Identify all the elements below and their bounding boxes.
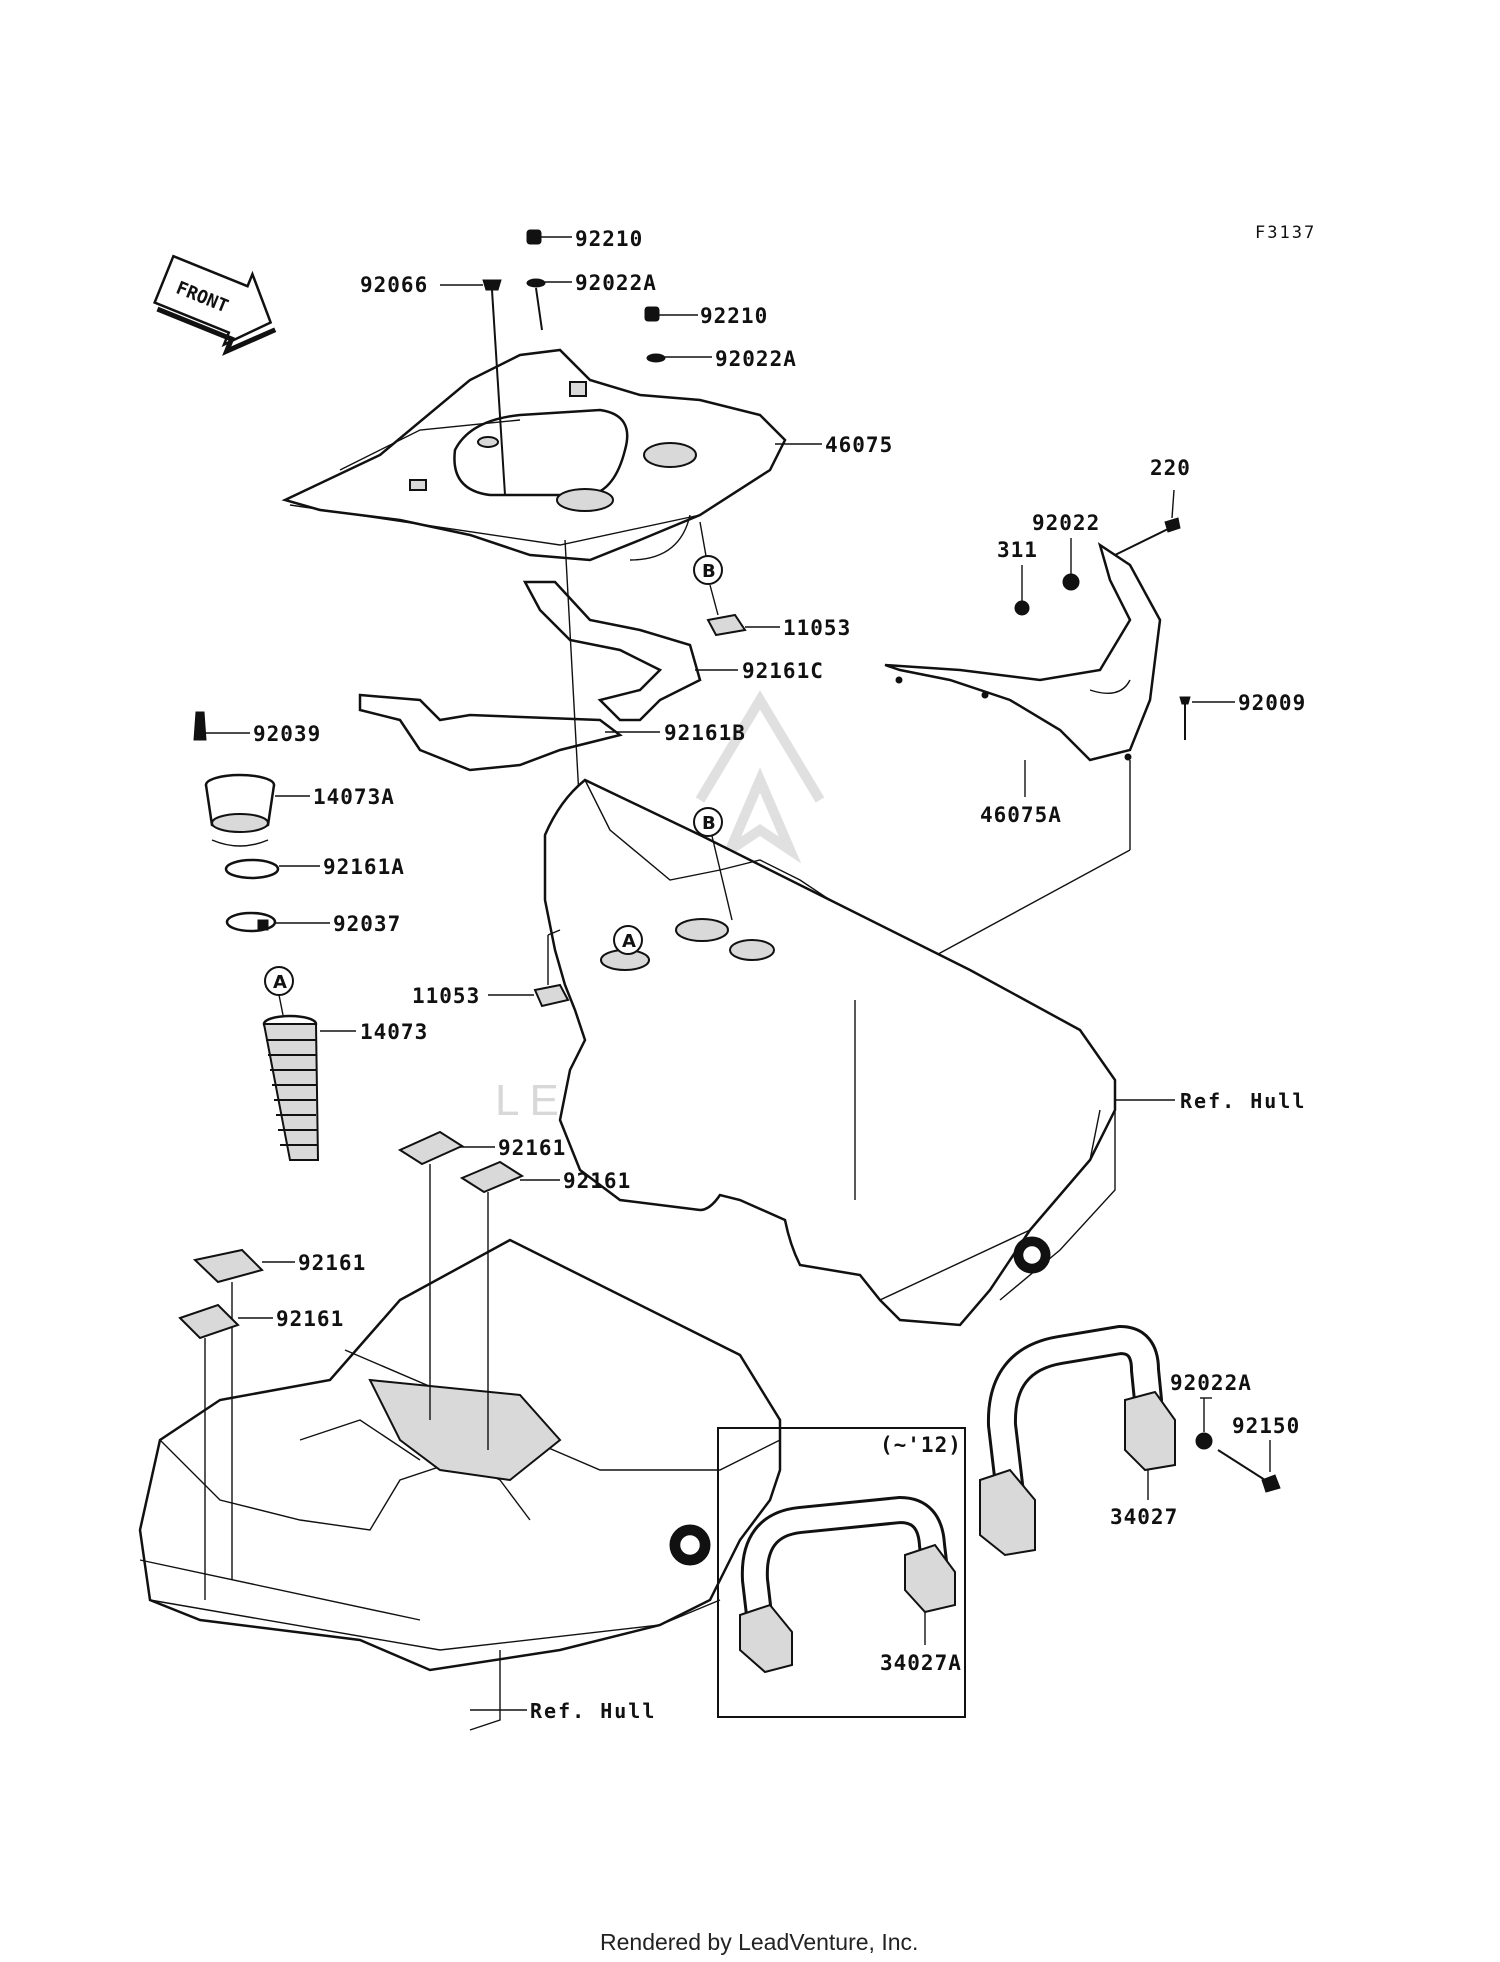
label-11053-left: 11053 bbox=[412, 984, 480, 1008]
hull-upper: Ref. Hull bbox=[543, 778, 1306, 1327]
label-92161-2: 92161 bbox=[563, 1169, 631, 1193]
label-14073: 14073 bbox=[360, 1020, 428, 1044]
hull-lower: Ref. Hull bbox=[138, 1238, 782, 1731]
nut-311: 311 bbox=[997, 538, 1038, 616]
duct-14073A: 14073A bbox=[204, 773, 395, 847]
label-92022A-top: 92022A bbox=[575, 271, 657, 295]
label-92161-1: 92161 bbox=[498, 1136, 566, 1160]
label-11053-right: 11053 bbox=[783, 616, 851, 640]
label-92009: 92009 bbox=[1238, 691, 1306, 715]
label-92161A: 92161A bbox=[323, 855, 405, 879]
washer-92022: 92022 bbox=[1032, 511, 1100, 591]
ref-marker-b-hull: B bbox=[693, 807, 723, 837]
bolt-92210-mid: 92210 bbox=[644, 304, 768, 328]
gasket-92161C: 92161C bbox=[522, 580, 824, 722]
label-34027: 34027 bbox=[1110, 1505, 1178, 1529]
decal-92161-3: 92161 bbox=[192, 1248, 366, 1580]
label-34027A: 34027A bbox=[880, 1651, 962, 1675]
bolt-92210-top: 92210 bbox=[526, 227, 643, 251]
decal-92161-2: 92161 bbox=[459, 1160, 631, 1450]
bolt-220: 220 bbox=[1114, 456, 1191, 556]
label-92037: 92037 bbox=[333, 912, 401, 936]
ref-marker-b-top: B bbox=[693, 555, 723, 585]
footer-credit: Rendered by LeadVenture, Inc. bbox=[600, 1929, 918, 1955]
screw-92066: 92066 bbox=[360, 273, 506, 496]
figure-code: F3137 bbox=[1255, 223, 1316, 243]
ref-marker-a-hull: A bbox=[613, 925, 643, 955]
svg-text:A: A bbox=[273, 972, 287, 993]
handle-34027: 34027 bbox=[979, 1324, 1178, 1557]
label-311: 311 bbox=[997, 538, 1038, 562]
label-ref-hull-upper: Ref. Hull bbox=[1180, 1089, 1306, 1113]
washer-92022A-top: 92022A bbox=[526, 271, 657, 331]
gasket-92161B: 92161B bbox=[358, 693, 746, 772]
ref-marker-a-left: A bbox=[264, 966, 294, 996]
screw-92009: 92009 bbox=[1179, 691, 1306, 740]
label-92210-top: 92210 bbox=[575, 227, 643, 251]
part-46075A-cover bbox=[884, 542, 1162, 762]
decal-92161-1: 92161 bbox=[397, 1130, 566, 1420]
bolt-92150: 92150 bbox=[1217, 1414, 1300, 1493]
washer-92022A-bottom: 92022A bbox=[1170, 1371, 1252, 1450]
label-14073A: 14073A bbox=[313, 785, 395, 809]
hose-14073: 14073 bbox=[262, 1014, 428, 1161]
washer-92022A-mid: 92022A bbox=[646, 347, 797, 371]
label-92022A-mid: 92022A bbox=[715, 347, 797, 371]
screw-92039: 92039 bbox=[193, 711, 321, 746]
label-92022A-bottom: 92022A bbox=[1170, 1371, 1252, 1395]
label-92161C: 92161C bbox=[742, 659, 824, 683]
svg-text:B: B bbox=[702, 561, 716, 582]
label-92161-3: 92161 bbox=[298, 1251, 366, 1275]
label-92161-4: 92161 bbox=[276, 1307, 344, 1331]
label-92210-mid: 92210 bbox=[700, 304, 768, 328]
decal-92161-4: 92161 bbox=[178, 1303, 344, 1600]
inset-label: (~'12) bbox=[880, 1433, 962, 1457]
inset-box: (~'12) 34027A bbox=[717, 1427, 966, 1718]
label-92039: 92039 bbox=[253, 722, 321, 746]
part-46075-cover bbox=[281, 348, 787, 562]
front-arrow-icon: FRONT bbox=[153, 254, 277, 356]
label-46075: 46075 bbox=[825, 433, 893, 457]
svg-text:A: A bbox=[622, 931, 636, 952]
label-92022: 92022 bbox=[1032, 511, 1100, 535]
label-ref-hull-lower: Ref. Hull bbox=[530, 1699, 656, 1723]
clip-11053-right: 11053 bbox=[706, 613, 851, 640]
label-92150: 92150 bbox=[1232, 1414, 1300, 1438]
svg-text:B: B bbox=[702, 813, 716, 834]
label-46075A: 46075A bbox=[980, 803, 1062, 827]
clamp-92037: 92037 bbox=[225, 911, 401, 936]
clip-11053-left: 11053 bbox=[412, 929, 570, 1008]
label-92161B: 92161B bbox=[664, 721, 746, 745]
label-92066: 92066 bbox=[360, 273, 428, 297]
label-220: 220 bbox=[1150, 456, 1191, 480]
oring-92161A: 92161A bbox=[224, 855, 405, 880]
